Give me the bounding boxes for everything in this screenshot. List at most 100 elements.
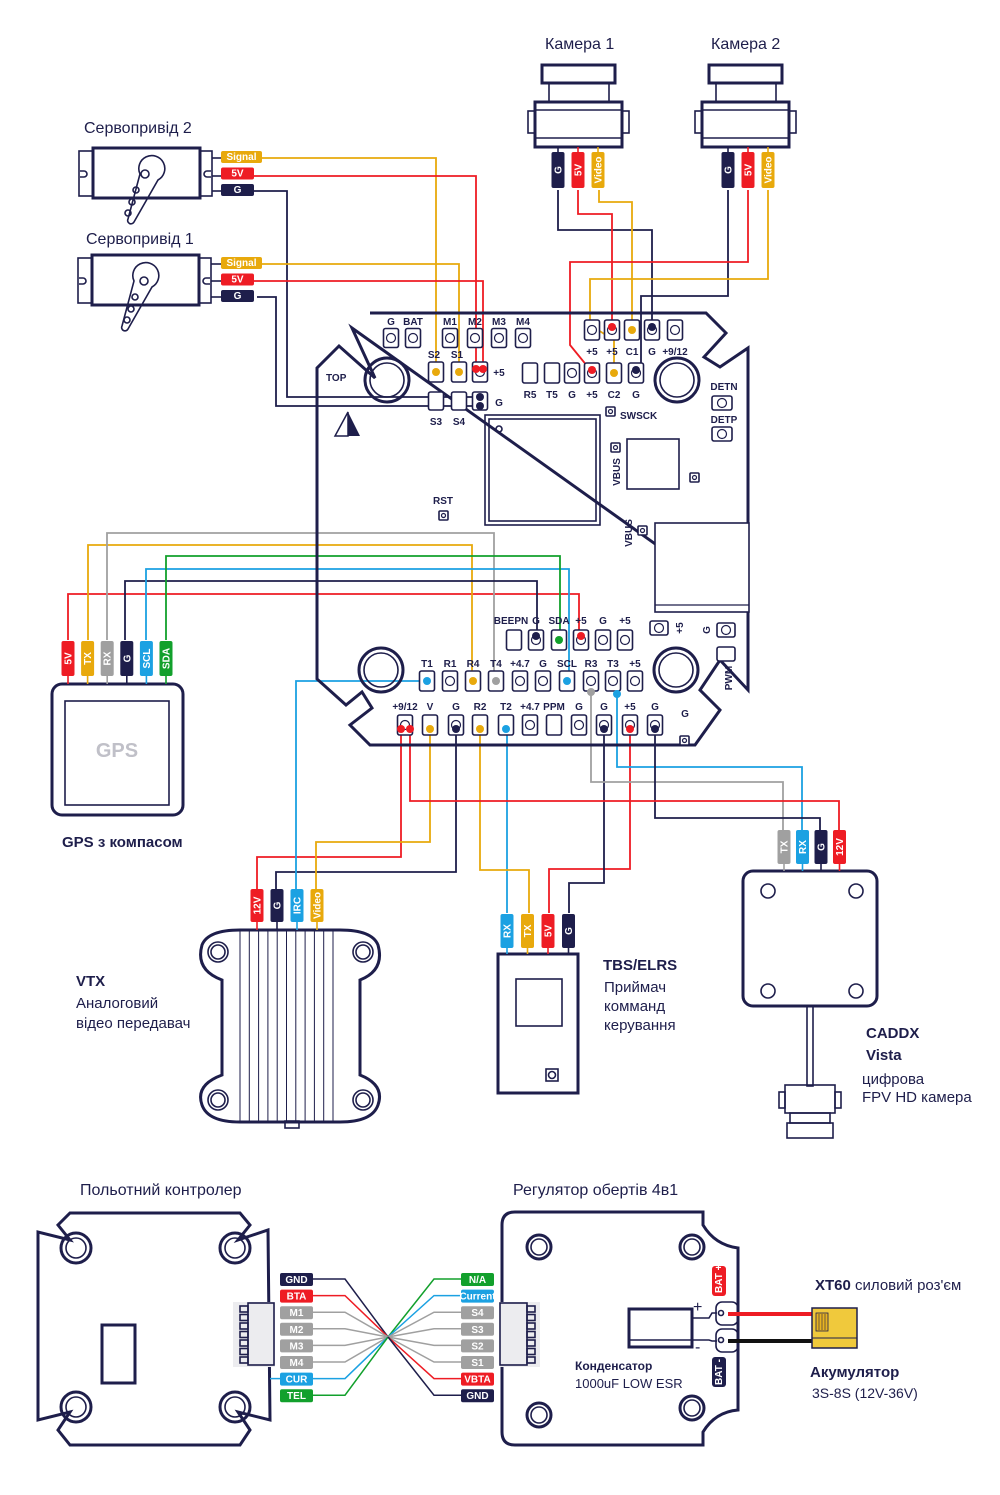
solder-pad bbox=[583, 362, 601, 384]
solder-pad bbox=[550, 629, 568, 651]
solder-pad bbox=[450, 391, 468, 411]
servo1-tag-5v-label: 5V bbox=[231, 275, 244, 286]
wire-vista-12v bbox=[409, 730, 840, 830]
pad-label: +5 bbox=[586, 347, 598, 358]
wire-servo1-g bbox=[257, 296, 482, 407]
camera1-tag-5v: 5V bbox=[571, 152, 585, 188]
fc-pin-tag-cur-label: CUR bbox=[286, 1375, 308, 1386]
pad-label: VBUS bbox=[624, 519, 635, 547]
servo-2-title: Сервопривід 2 bbox=[84, 120, 192, 137]
pad-label: G bbox=[568, 390, 576, 401]
pad-label: M3 bbox=[492, 317, 506, 328]
esc-pin-tag-vbta: VBTA bbox=[461, 1372, 494, 1386]
solder-pad bbox=[441, 670, 459, 692]
solder-pad bbox=[572, 629, 590, 651]
pad-label: G bbox=[599, 616, 607, 627]
solder-pad bbox=[603, 319, 621, 341]
pad-label: T2 bbox=[500, 702, 512, 713]
wire-esc-current bbox=[387, 1294, 461, 1338]
fc-pin-tag-gnd-label: GND bbox=[285, 1275, 307, 1286]
esc-pin-tag-s3-label: S3 bbox=[471, 1325, 484, 1336]
pad-label: SCL bbox=[557, 659, 577, 670]
vista-tag-tx-label: TX bbox=[780, 840, 791, 853]
fc-pin-tag-bta: BTA bbox=[280, 1289, 313, 1303]
solder-pad bbox=[711, 426, 733, 442]
solder-pad bbox=[545, 714, 563, 736]
servo-1-title: Сервопривід 1 bbox=[86, 231, 194, 248]
gps-tag-scl: SCL bbox=[139, 641, 153, 676]
xt60-connector bbox=[811, 1307, 858, 1349]
fc-pin-tag-m2: M2 bbox=[280, 1322, 313, 1336]
solder-pad bbox=[464, 670, 482, 692]
esc-pin-tag-s1-label: S1 bbox=[471, 1358, 484, 1369]
solder-pad bbox=[521, 714, 539, 736]
solder-pad bbox=[487, 670, 505, 692]
bat-minus-label: BAT - bbox=[714, 1359, 725, 1385]
servo1-tag-signal: Signal bbox=[221, 257, 262, 269]
pad-label: +9/12 bbox=[662, 347, 688, 358]
solder-pad bbox=[711, 395, 733, 411]
wire-fc-m3 bbox=[313, 1336, 389, 1347]
pad-label: T5 bbox=[546, 390, 558, 401]
camera1-tag-5v-label: 5V bbox=[574, 164, 585, 177]
solder-pad bbox=[666, 319, 684, 341]
pad-label: R4 bbox=[467, 659, 480, 670]
solder-pad bbox=[466, 327, 484, 349]
camera2-tag-5v-label: 5V bbox=[744, 164, 755, 177]
pad-label: G bbox=[702, 626, 713, 634]
vista-title-1: CADDX bbox=[866, 1025, 919, 1042]
esc-title: Регулятор обертів 4в1 bbox=[513, 1182, 678, 1199]
wire-fc-bta bbox=[313, 1294, 389, 1338]
receiver-tag-g: G bbox=[562, 914, 575, 948]
solder-pad bbox=[563, 362, 581, 384]
pad-label: G bbox=[648, 347, 656, 358]
wire-rx-tx bbox=[479, 730, 530, 913]
wire-fc-gnd bbox=[313, 1278, 389, 1338]
pad-label: T4 bbox=[490, 659, 502, 670]
gps-tag-sda: SDA bbox=[159, 641, 173, 676]
receiver-tag-rx-label: RX bbox=[503, 924, 514, 938]
wire-vtx-g bbox=[275, 730, 457, 890]
fc-pin-tag-m1: M1 bbox=[280, 1306, 313, 1320]
esc-pin-tag-current: Current bbox=[459, 1289, 496, 1303]
fc-pin-tag-m2-label: M2 bbox=[290, 1325, 304, 1336]
wire-cam2-5v bbox=[569, 190, 749, 373]
servo2-tag-signal: Signal bbox=[221, 151, 262, 163]
wire-vista-tx bbox=[590, 692, 784, 830]
capacitor-title: Конденсатор bbox=[575, 1359, 652, 1373]
wire-cam1-5v bbox=[577, 190, 613, 328]
pad-label: G bbox=[632, 390, 640, 401]
pad-label: G bbox=[681, 709, 689, 720]
pad-label: +5 bbox=[575, 616, 587, 627]
pad-label: C1 bbox=[626, 347, 639, 358]
pad-label: +5 bbox=[619, 616, 631, 627]
wire-servo2-5v bbox=[254, 175, 477, 370]
receiver-tag-tx-label: TX bbox=[523, 924, 534, 937]
servo-horn-icon bbox=[120, 261, 160, 332]
solder-pad bbox=[534, 670, 552, 692]
gps-tag-g-label: G bbox=[122, 654, 133, 662]
pad-label: +4.7 bbox=[520, 702, 540, 713]
solder-pad bbox=[505, 629, 523, 651]
camera2-tag-g-label: G bbox=[724, 166, 735, 174]
wire-esc-s1 bbox=[387, 1336, 461, 1363]
pad-label: R2 bbox=[474, 702, 487, 713]
esc-pin-tag-current-label: Current bbox=[459, 1292, 496, 1303]
wire-esc-gnd bbox=[387, 1336, 461, 1396]
solder-pad bbox=[382, 327, 400, 349]
vista-tag-rx-label: RX bbox=[798, 840, 809, 854]
solder-pad bbox=[521, 362, 539, 384]
plus-sign: + bbox=[693, 1299, 702, 1316]
wire-cam1-video bbox=[598, 190, 633, 328]
vtx-tag-video: Video bbox=[310, 889, 324, 922]
pad-label: G bbox=[575, 702, 583, 713]
fc-pin-tag-gnd: GND bbox=[280, 1273, 313, 1286]
wire-cam2-video bbox=[589, 190, 769, 372]
gps-tag-rx-label: RX bbox=[103, 651, 114, 665]
wire-fc-cur bbox=[313, 1336, 389, 1380]
camera1-tag-video: Video bbox=[591, 152, 605, 188]
